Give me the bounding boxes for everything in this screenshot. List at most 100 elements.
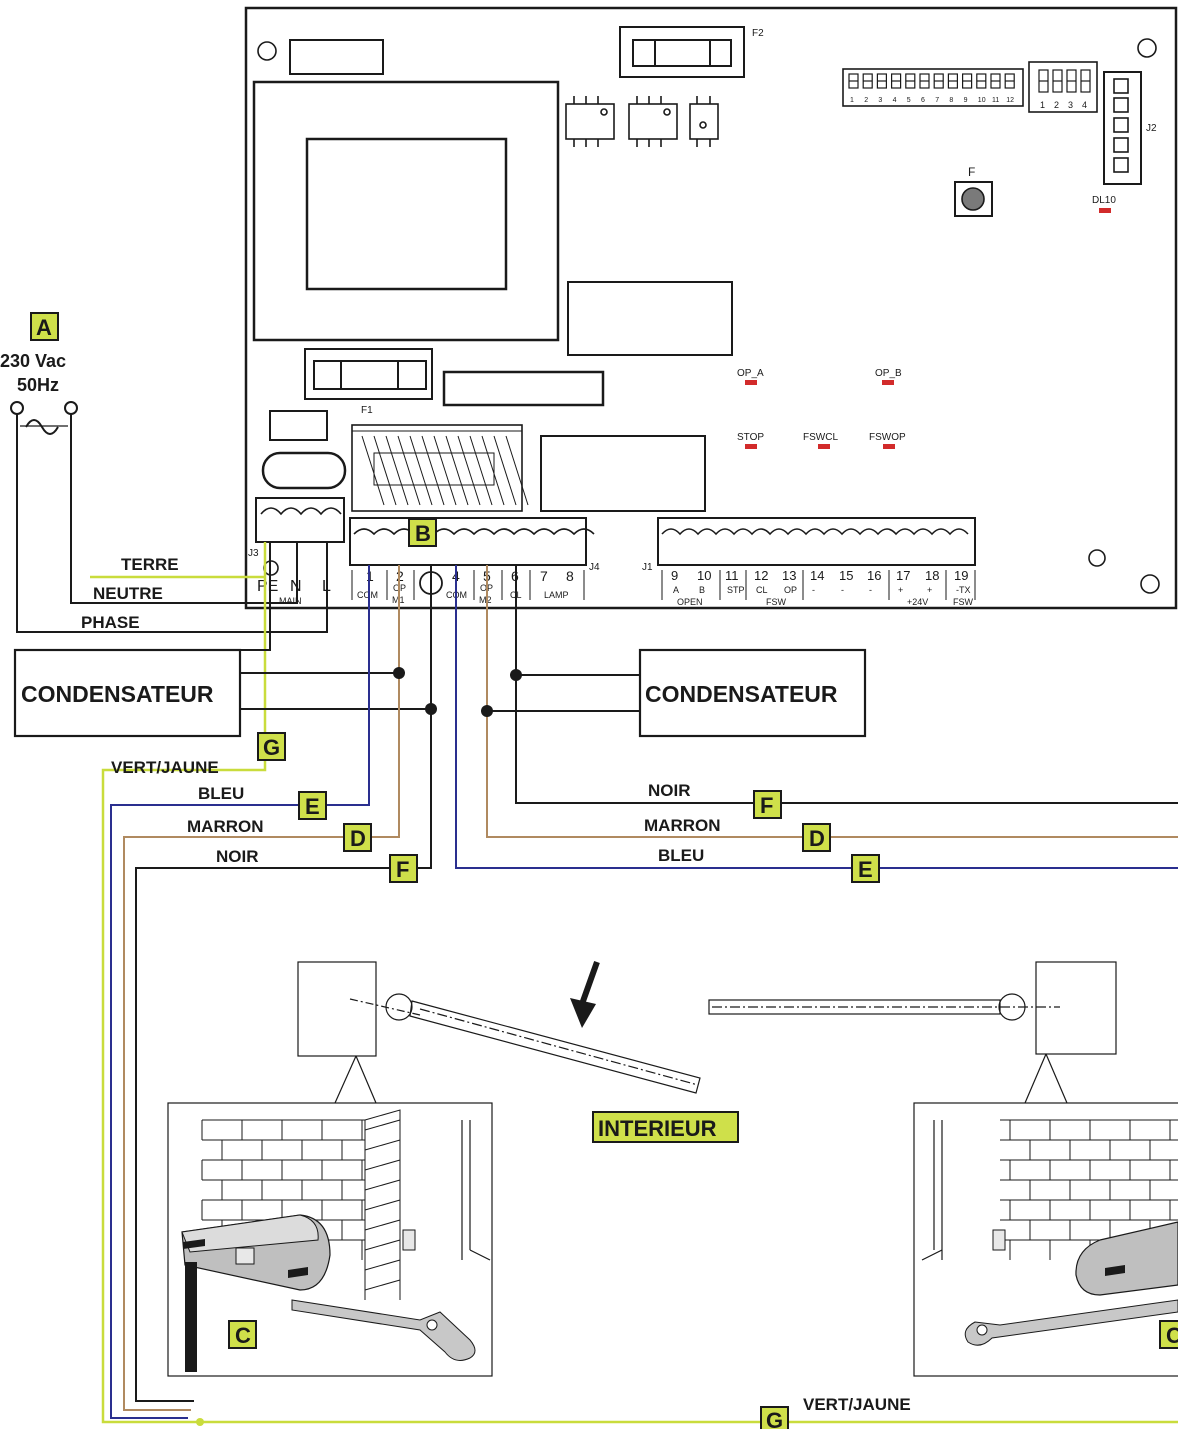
j3-n-label: N	[290, 578, 302, 595]
tag-c-left-text: C	[235, 1323, 251, 1348]
wire-label-brown-left: MARRON	[187, 817, 264, 836]
dip12-label-3: 3	[878, 97, 882, 104]
wire-label-green-yellow-bottom: VERT/JAUNE	[803, 1395, 911, 1414]
j1-sub-16: -	[869, 585, 872, 595]
led-dl10	[1099, 208, 1111, 213]
j1-group-fsw-tx: FSW	[953, 597, 974, 607]
j1-sub-15: -	[841, 585, 844, 595]
tag-e-left-text: E	[305, 794, 320, 819]
wire-label-brown-right: MARRON	[644, 816, 721, 835]
wire-label-black-left: NOIR	[216, 847, 259, 866]
dip4-label-2: 2	[1054, 100, 1059, 110]
relays	[565, 96, 719, 147]
dip12-label-4: 4	[893, 97, 897, 104]
supply-voltage: 230 Vac	[0, 351, 66, 371]
wire-label-blue-right: BLEU	[658, 846, 704, 865]
led-fswop-label: FSWOP	[869, 432, 906, 443]
dip4-label-4: 4	[1082, 100, 1087, 110]
power-supply: A 230 Vac 50Hz	[0, 312, 78, 435]
terminal-j1-label: J1	[642, 562, 653, 573]
led-stop-label: STOP	[737, 432, 764, 443]
dip12-label-9: 9	[964, 97, 968, 104]
arrow-icon	[570, 960, 600, 1028]
tag-d-right	[802, 823, 831, 852]
terminal-j3-label: J3	[248, 548, 259, 559]
wire-label-green-yellow-left: VERT/JAUNE	[111, 758, 219, 777]
ac-wave-icon	[25, 419, 59, 435]
dip12-label-7: 7	[935, 97, 939, 104]
j1-group-open: OPEN	[677, 597, 703, 607]
j1-num-19: 19	[954, 568, 968, 583]
j1-num-13: 13	[782, 568, 796, 583]
wire-label-earth: TERRE	[121, 555, 179, 574]
tag-g-left-text: G	[263, 735, 280, 760]
tag-c-right	[1159, 1320, 1178, 1349]
terminal-j3: J3 PE N L MAIN	[248, 497, 345, 606]
j3-main-label: MAIN	[279, 596, 302, 606]
dip4-label-1: 1	[1040, 100, 1045, 110]
junction-dots	[196, 667, 522, 1426]
connector-j2: J2	[1103, 71, 1157, 185]
capacitor-left: CONDENSATEUR	[13, 648, 242, 738]
wire-label-neutral: NEUTRE	[93, 584, 163, 603]
capacitor-right-label: CONDENSATEUR	[645, 681, 838, 707]
j1-num-16: 16	[867, 568, 881, 583]
interior-label: INTERIEUR	[598, 1116, 717, 1141]
motor-left	[181, 1214, 476, 1372]
gate-plan-left	[297, 961, 701, 1094]
tag-f-left	[389, 854, 418, 883]
led-dl10-label: DL10	[1092, 195, 1116, 206]
install-detail-right: C	[913, 1053, 1178, 1377]
tag-g-bottom	[760, 1406, 789, 1429]
tag-f-right-text: F	[760, 793, 773, 818]
j1-group-fsw: FSW	[766, 597, 787, 607]
mains-wiring	[16, 414, 1178, 1424]
tag-b-text: B	[415, 521, 431, 546]
capacitor-left-label: CONDENSATEUR	[21, 681, 214, 707]
tag-g-bottom-text: G	[766, 1408, 783, 1429]
interior-label-box	[592, 1111, 739, 1143]
dip12-label-5: 5	[907, 97, 911, 104]
j1-group-24v: +24V	[907, 597, 928, 607]
led-fswcl-label: FSWCL	[803, 432, 838, 443]
fuse-f2-label: F2	[752, 28, 764, 39]
j1-num-9: 9	[671, 568, 678, 583]
j1-sub-19: -TX	[956, 585, 971, 595]
j1-num-11: 11	[725, 568, 739, 583]
tag-e-right	[851, 854, 880, 883]
tag-c-left	[228, 1320, 257, 1349]
tag-f-left-text: F	[396, 857, 409, 882]
j1-num-15: 15	[839, 568, 853, 583]
j1-sub-12: CL	[756, 585, 768, 595]
tag-a-text: A	[36, 315, 52, 340]
dip12-label-1: 1	[850, 97, 854, 104]
terminal-j4-label: J4	[589, 562, 600, 573]
push-button-f[interactable]: F	[954, 165, 993, 217]
j1-sub-18: +	[927, 585, 932, 595]
capacitor-right: CONDENSATEUR	[638, 648, 867, 738]
j1-num-17: 17	[896, 568, 910, 583]
tag-b	[408, 518, 437, 547]
j4-com-1: COM	[357, 590, 378, 600]
j4-num-8: 8	[566, 568, 574, 584]
j4-lamp: LAMP	[544, 590, 569, 600]
j1-num-18: 18	[925, 568, 939, 583]
j1-sub-14: -	[812, 585, 815, 595]
wire-label-blue-left: BLEU	[198, 784, 244, 803]
dip4-label-3: 3	[1068, 100, 1073, 110]
tag-c-right-text: C	[1166, 1323, 1178, 1348]
tag-f-right	[753, 790, 782, 819]
tag-d-left	[343, 823, 372, 852]
j1-num-12: 12	[754, 568, 768, 583]
dip12-label-2: 2	[864, 97, 868, 104]
tag-d-left-text: D	[350, 826, 366, 851]
wire-label-phase: PHASE	[81, 613, 140, 632]
fuse-f2: F2	[619, 26, 764, 78]
j3-pe-label: PE	[257, 578, 278, 595]
j1-sub-13: OP	[784, 585, 797, 595]
